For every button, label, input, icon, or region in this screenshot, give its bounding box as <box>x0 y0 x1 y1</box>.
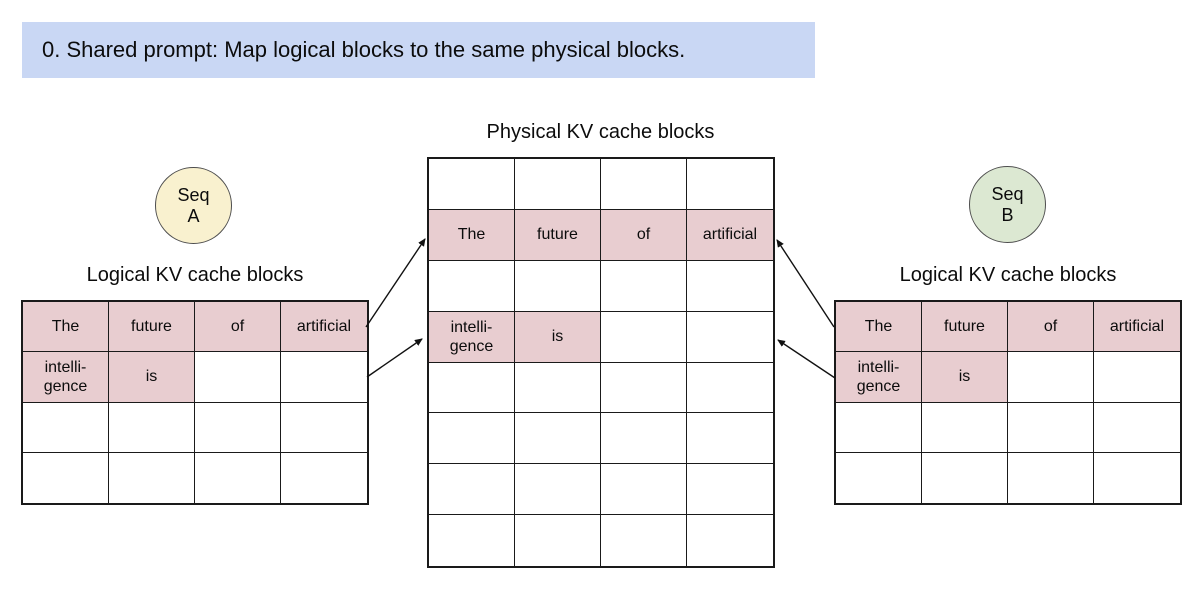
table-cell-token: The <box>429 209 515 261</box>
table-cell-empty <box>601 159 687 210</box>
table-cell-empty <box>601 362 687 414</box>
table-cell-empty <box>109 452 195 503</box>
seq-a-label-line2: A <box>187 205 200 226</box>
table-cell-token: intelli- gence <box>429 311 515 363</box>
table-cell-empty <box>281 403 367 453</box>
title-banner-text: 0. Shared prompt: Map logical blocks to … <box>42 37 686 62</box>
table-cell-empty <box>515 260 601 312</box>
table-cell-empty <box>1008 402 1094 453</box>
table-cell-token: The <box>836 302 922 353</box>
table-cell-token: is <box>922 352 1008 403</box>
table-cell-empty <box>687 515 773 566</box>
table-cell-token: artificial <box>281 302 367 353</box>
table-cell-empty <box>23 452 109 503</box>
table-cell-empty <box>1008 352 1094 403</box>
table-cell-empty <box>429 464 515 516</box>
table-cell-empty <box>429 515 515 566</box>
table-cell-empty <box>1094 352 1180 403</box>
table-cell-empty <box>1094 453 1180 503</box>
arrow-seq-b-block-1-to-physical-row-3 <box>777 339 836 379</box>
arrow-seq-b-block-0-to-physical-row-1 <box>776 239 835 328</box>
table-cell-empty <box>23 402 109 453</box>
table-cell-empty <box>109 402 195 453</box>
physical-table-title: Physical KV cache blocks <box>486 121 715 143</box>
table-cell-empty <box>429 413 515 465</box>
logical-table-b-title: Logical KV cache blocks <box>899 264 1117 286</box>
table-cell-token: of <box>601 209 687 261</box>
table-cell-token: intelli- gence <box>23 352 109 403</box>
table-cell-empty <box>687 363 773 414</box>
table-cell-empty <box>687 464 773 516</box>
table-cell-empty <box>281 453 367 503</box>
arrow-seq-a-block-0-to-physical-row-1 <box>365 238 426 328</box>
table-cell-token: is <box>515 311 601 363</box>
table-cell-empty <box>195 402 281 453</box>
table-cell-empty <box>195 352 281 403</box>
arrow-seq-a-block-1-to-physical-row-3 <box>366 338 423 378</box>
table-cell-token: The <box>23 302 109 353</box>
seq-a-label-line1: Seq <box>177 184 210 205</box>
table-cell-token: future <box>515 209 601 261</box>
table-cell-empty <box>515 159 601 210</box>
seq-b-label-line1: Seq <box>991 183 1024 204</box>
table-cell-empty <box>601 311 687 363</box>
table-cell-empty <box>1094 403 1180 453</box>
table-cell-empty <box>836 402 922 453</box>
table-cell-empty <box>1008 452 1094 503</box>
table-cell-empty <box>515 515 601 566</box>
seq-b-badge: Seq B <box>969 166 1046 243</box>
table-cell-empty <box>601 413 687 465</box>
table-cell-token: intelli- gence <box>836 352 922 403</box>
table-cell-empty <box>601 464 687 516</box>
table-cell-empty <box>515 413 601 465</box>
table-cell-empty <box>281 352 367 403</box>
table-cell-empty <box>922 452 1008 503</box>
title-banner: 0. Shared prompt: Map logical blocks to … <box>22 22 815 78</box>
table-cell-empty <box>601 515 687 566</box>
table-cell-empty <box>429 159 515 210</box>
table-cell-token: of <box>195 302 281 353</box>
table-cell-empty <box>836 452 922 503</box>
table-cell-empty <box>601 260 687 312</box>
table-cell-empty <box>429 260 515 312</box>
table-cell-empty <box>195 452 281 503</box>
table-cell-empty <box>687 312 773 363</box>
table-cell-empty <box>687 413 773 465</box>
logical-table-a-title: Logical KV cache blocks <box>86 264 304 286</box>
seq-b-label-line2: B <box>1001 204 1014 225</box>
table-cell-empty <box>687 261 773 312</box>
seq-a-badge: Seq A <box>155 167 232 244</box>
table-cell-token: of <box>1008 302 1094 353</box>
table-cell-empty <box>515 362 601 414</box>
table-cell-token: future <box>109 302 195 353</box>
table-cell-empty <box>922 402 1008 453</box>
table-cell-empty <box>687 159 773 210</box>
table-cell-token: is <box>109 352 195 403</box>
table-cell-token: artificial <box>687 209 773 261</box>
table-cell-empty <box>515 464 601 516</box>
table-cell-token: future <box>922 302 1008 353</box>
table-cell-empty <box>429 362 515 414</box>
table-cell-token: artificial <box>1094 302 1180 353</box>
